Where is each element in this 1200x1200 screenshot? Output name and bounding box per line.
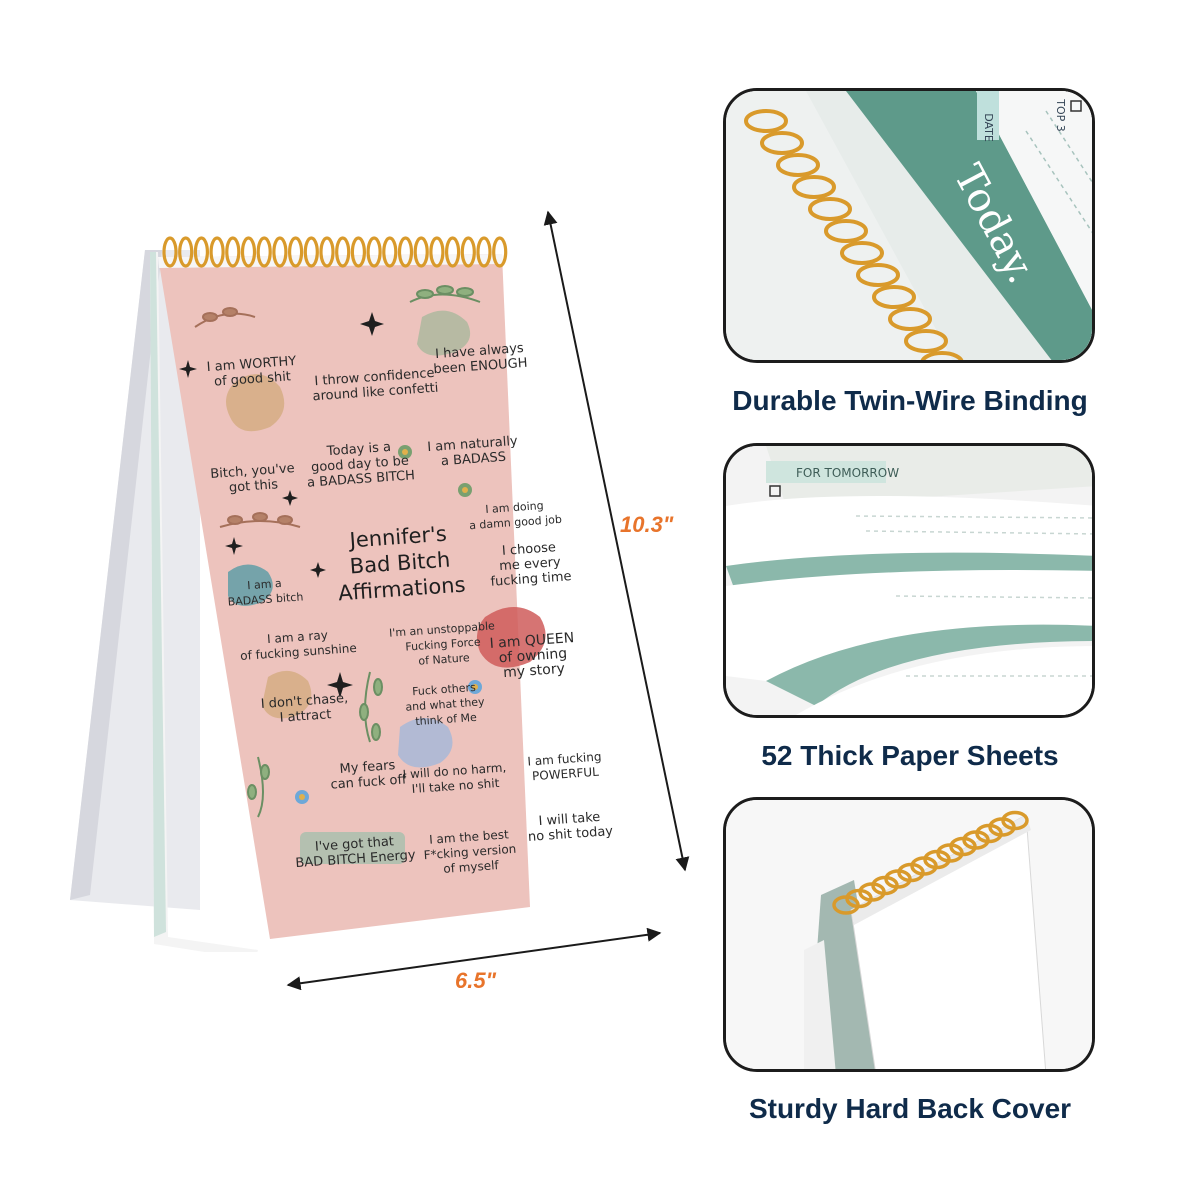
wire-coil	[193, 236, 210, 268]
height-dimension-label: 10.3"	[620, 512, 674, 537]
wire-coil	[350, 236, 366, 268]
wire-coil	[460, 236, 476, 268]
wire-coil	[872, 285, 916, 309]
wire-coil	[824, 219, 868, 243]
wire-coil	[382, 236, 398, 268]
wire-coil	[256, 236, 272, 268]
wire-coil	[856, 263, 900, 287]
wire-coil	[366, 236, 382, 268]
wire-coil	[335, 236, 351, 268]
top-label: TOP 3	[1053, 99, 1067, 132]
wire-coil	[288, 236, 304, 268]
wire-coil	[209, 236, 225, 268]
wire-coil	[178, 236, 194, 268]
feature-binding-photo: Today. DATE TOP 3	[723, 88, 1095, 363]
wire-coil	[792, 175, 836, 199]
wire-coil	[840, 241, 884, 265]
wire-coil	[1001, 810, 1029, 831]
date-label: DATE	[981, 113, 995, 142]
feature-sheets-photo: FOR TOMORROW	[723, 443, 1095, 718]
wire-coil	[904, 329, 948, 353]
wire-coil	[225, 236, 241, 268]
easel-stand	[70, 250, 200, 910]
wire-coil	[760, 131, 804, 155]
wire-coil	[476, 236, 492, 268]
feature-caption: Durable Twin-Wire Binding	[732, 385, 1088, 416]
dimension-arrows	[286, 210, 690, 991]
feature-cover-photo	[723, 797, 1095, 1072]
affirmations-notepad: Jennifer's Bad Bitch Affirmations I am W…	[140, 232, 670, 952]
wire-coil	[319, 236, 335, 268]
wire-coil	[240, 236, 257, 268]
wire-coil	[429, 236, 445, 268]
wire-coil	[492, 236, 508, 268]
wire-coil	[303, 236, 319, 268]
wire-coil	[888, 307, 932, 331]
product-photo: Jennifer's Bad Bitch Affirmations I am W…	[70, 210, 690, 993]
spiral-wire	[162, 236, 508, 268]
width-dimension-label: 6.5"	[455, 968, 497, 993]
wire-coil	[162, 236, 178, 268]
wire-coil	[744, 109, 788, 133]
for-tomorrow-label: FOR TOMORROW	[796, 466, 900, 480]
feature-caption: Sturdy Hard Back Cover	[748, 1093, 1072, 1124]
wire-coil	[272, 236, 288, 268]
wire-coil	[445, 236, 461, 268]
wire-coil	[920, 351, 964, 360]
feature-caption: 52 Thick Paper Sheets	[761, 740, 1059, 771]
cover-decorations	[179, 285, 546, 864]
wire-coil	[397, 236, 414, 268]
wire-coil	[413, 236, 429, 268]
wire-coil	[808, 197, 852, 221]
wire-coil	[776, 153, 820, 177]
